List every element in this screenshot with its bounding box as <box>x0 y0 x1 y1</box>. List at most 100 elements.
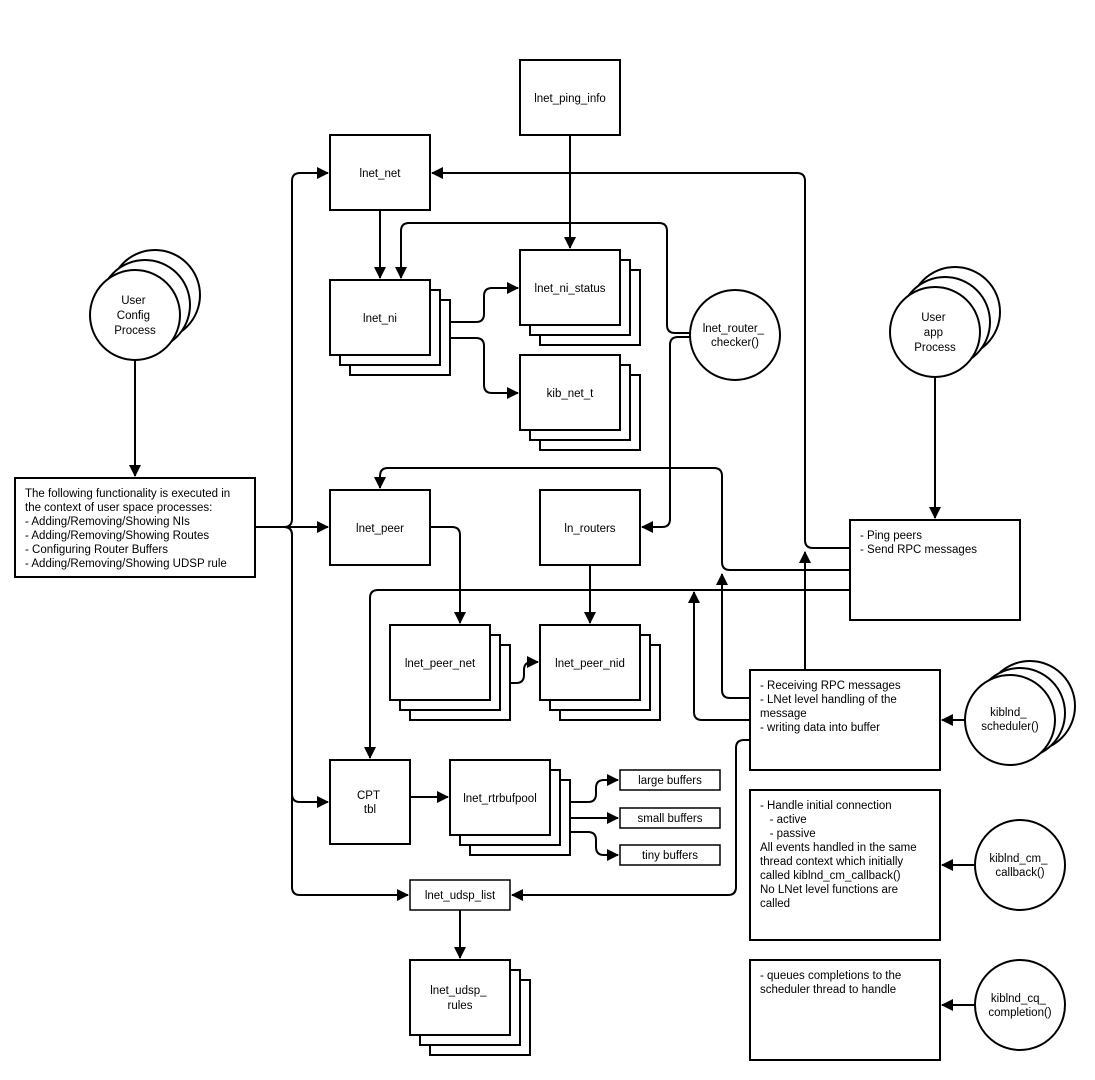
note-receiving: - Receiving RPC messages - LNet level ha… <box>749 669 941 771</box>
node-large-buffers-label: large buffers <box>638 775 702 787</box>
note-connection-line7: No LNet level functions are <box>760 884 898 896</box>
node-lnet-udsp-rules-line2: rules <box>448 1000 473 1012</box>
node-lnet-udsp-rules-line1: lnet_udsp_ <box>430 985 487 997</box>
node-kiblnd-cm-callback-line2: callback() <box>995 867 1044 879</box>
node-lnet-udsp-list-label: lnet_udsp_list <box>425 890 496 902</box>
node-ln-routers: ln_routers <box>539 489 641 566</box>
node-tiny-buffers-label: tiny buffers <box>642 850 698 862</box>
node-user-config-line1: User <box>121 295 145 307</box>
node-tiny-buffers: tiny buffers <box>619 844 721 866</box>
note-user-space: The following functionality is executed … <box>14 477 256 578</box>
edge-rtrbufpool-to-tiny <box>570 831 619 861</box>
note-ping-rpc-line1: - Ping peers <box>860 530 922 542</box>
node-cpt-tbl: CPT tbl <box>329 759 411 845</box>
node-lnet-peer: lnet_peer <box>329 489 431 566</box>
node-lnet-net-label: lnet_net <box>360 168 402 180</box>
node-cpt-tbl-line1: CPT <box>357 790 380 802</box>
edge-router-checker-to-ni <box>395 222 690 334</box>
node-lnet-router-checker-line1: lnet_router_ <box>703 323 765 335</box>
svg-text:- Handle initial connection: - Handle initial connection - active - p… <box>760 800 920 910</box>
edge-peer-net-to-peer-nid <box>510 656 539 684</box>
edge-receiving-to-udsp-list <box>511 739 750 901</box>
note-user-space-line6: - Adding/Removing/Showing UDSP rule <box>25 558 227 570</box>
node-user-app-process: User app Process <box>889 266 1001 378</box>
edge-ni-to-kib-net <box>450 337 519 399</box>
edge-receiving-to-ping-3 <box>688 591 750 721</box>
svg-text:- queues completions to the: - queues completions to the scheduler th… <box>760 970 904 996</box>
edge-ni-to-ni-status <box>450 282 519 323</box>
node-ln-routers-label: ln_routers <box>564 523 615 535</box>
node-lnet-ping-info: lnet_ping_info <box>519 59 621 136</box>
svg-text:kiblnd_cm_ callback(): kiblnd_cm_ callback() <box>989 853 1050 879</box>
node-kib-net-t: kib_net_t <box>519 354 641 451</box>
node-user-app-line3: Process <box>914 342 956 354</box>
node-user-app-line2: app <box>924 327 943 339</box>
svg-text:kiblnd_cq_ completion(): kiblnd_cq_ completion() <box>988 993 1051 1019</box>
edge-ping-note-to-peer <box>374 467 850 571</box>
note-receiving-line4: - writing data into buffer <box>760 722 880 734</box>
edge-note-to-net <box>255 167 329 528</box>
edge-ping-note-to-net <box>431 167 850 549</box>
node-lnet-ni: lnet_ni <box>329 279 451 376</box>
note-receiving-line2: - LNet level handling of the <box>760 694 897 706</box>
svg-text:- Ping peers - Send RPC: - Ping peers - Send RPC messages <box>860 530 977 556</box>
node-lnet-peer-nid: lnet_peer_nid <box>539 624 661 721</box>
edge-note-to-udsp-list <box>255 526 409 901</box>
node-user-config-process: User Config Process <box>89 249 201 361</box>
edge-receiving-to-ping-2 <box>716 573 750 699</box>
node-small-buffers: small buffers <box>619 807 721 829</box>
note-connection-line3: - passive <box>760 828 816 840</box>
svg-text:User app Process: User app Process <box>914 312 956 354</box>
svg-text:kiblnd_ scheduler(): kiblnd_ scheduler() <box>981 707 1039 733</box>
node-lnet-router-checker: lnet_router_ checker() <box>689 289 781 381</box>
note-completions-line2: scheduler thread to handle <box>760 984 896 996</box>
note-completions-line1: - queues completions to the <box>760 970 901 982</box>
edge-rtrbufpool-to-large <box>570 774 619 803</box>
svg-text:CPT tbl: CPT tbl <box>357 790 383 816</box>
edge-ping-note-to-cpt <box>364 589 850 759</box>
node-cpt-tbl-line2: tbl <box>364 804 376 816</box>
node-kib-net-t-label: kib_net_t <box>547 388 594 400</box>
node-lnet-router-checker-line2: checker() <box>711 337 759 349</box>
node-kiblnd-scheduler-line1: kiblnd_ <box>990 707 1027 719</box>
node-kiblnd-cq-completion-line2: completion() <box>988 1007 1051 1019</box>
edges <box>129 135 975 1011</box>
svg-text:lnet_router_ checker(): lnet_router_ checker() <box>703 323 768 349</box>
note-connection-line8: called <box>760 898 790 910</box>
note-completions: - queues completions to the scheduler th… <box>749 959 941 1061</box>
note-connection-line6: called kiblnd_cm_callback() <box>760 870 901 882</box>
node-lnet-udsp-rules: lnet_udsp_ rules <box>409 959 531 1056</box>
note-receiving-line3: message <box>760 708 807 720</box>
node-lnet-ni-label: lnet_ni <box>363 313 397 325</box>
node-user-config-line3: Process <box>114 325 156 337</box>
node-lnet-udsp-list: lnet_udsp_list <box>409 879 511 911</box>
node-lnet-ping-info-label: lnet_ping_info <box>534 93 606 105</box>
node-large-buffers: large buffers <box>619 769 721 791</box>
svg-text:- Receiving RPC messages: - Receiving RPC messages - LNet level ha… <box>760 680 904 734</box>
note-connection-line2: - active <box>760 814 807 826</box>
note-ping-rpc-line2: - Send RPC messages <box>860 544 977 556</box>
node-kiblnd-cq-completion-line1: kiblnd_cq_ <box>991 993 1047 1005</box>
node-lnet-peer-label: lnet_peer <box>356 523 404 535</box>
note-ping-rpc: - Ping peers - Send RPC messages <box>849 519 1021 621</box>
node-lnet-net: lnet_net <box>329 134 431 211</box>
note-connection: - Handle initial connection - active - p… <box>749 789 941 941</box>
note-receiving-line1: - Receiving RPC messages <box>760 680 901 692</box>
node-lnet-rtrbufpool: lnet_rtrbufpool <box>449 759 571 856</box>
svg-text:User Config Proces: User Config Process <box>114 295 156 337</box>
node-kiblnd-scheduler: kiblnd_ scheduler() <box>964 660 1076 766</box>
node-user-config-line2: Config <box>117 310 150 322</box>
node-lnet-peer-net: lnet_peer_net <box>389 624 511 721</box>
node-kiblnd-cm-callback: kiblnd_cm_ callback() <box>974 819 1066 911</box>
node-lnet-ni-status-label: lnet_ni_status <box>535 283 606 295</box>
note-user-space-line1: The following functionality is executed … <box>25 488 230 500</box>
svg-text:The following functionality is: The following functionality is executed … <box>25 488 233 570</box>
note-connection-line5: thread context which initially <box>760 856 903 868</box>
note-connection-line4: All events handled in the same <box>760 842 917 854</box>
node-kiblnd-scheduler-line2: scheduler() <box>981 721 1039 733</box>
node-kiblnd-cq-completion: kiblnd_cq_ completion() <box>974 959 1066 1051</box>
edge-peer-to-peer-net <box>430 526 466 624</box>
node-lnet-peer-nid-label: lnet_peer_nid <box>555 658 625 670</box>
node-kiblnd-cm-callback-line1: kiblnd_cm_ <box>989 853 1048 865</box>
